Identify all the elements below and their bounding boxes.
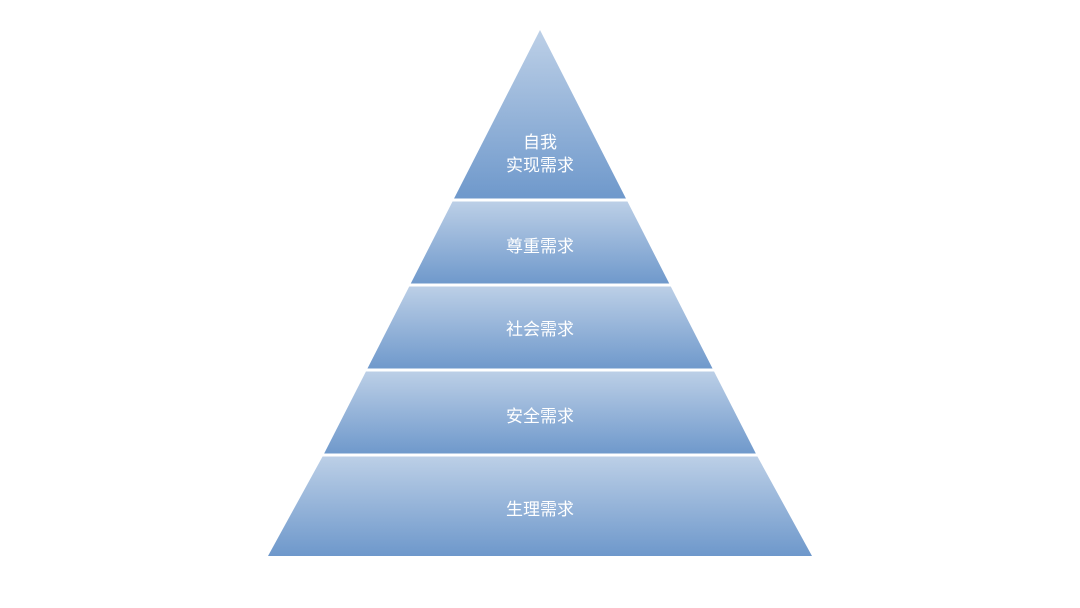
layer-4-label: 安全需求 [506,407,574,427]
pyramid-layer-4 [323,370,757,455]
pyramid-layer-5 [268,455,812,556]
layer-5-label: 生理需求 [506,500,574,520]
layer-1-label-line-1: 自我 [523,133,557,153]
layer-3-label: 社会需求 [506,320,574,340]
layer-dividers [322,198,758,457]
pyramid-layer-3 [366,285,714,370]
pyramid-layer-1 [453,30,627,200]
pyramid-layer-2 [410,200,670,285]
layer-2-label: 尊重需求 [506,237,574,257]
layer-1-label-line-2: 实现需求 [506,156,574,176]
